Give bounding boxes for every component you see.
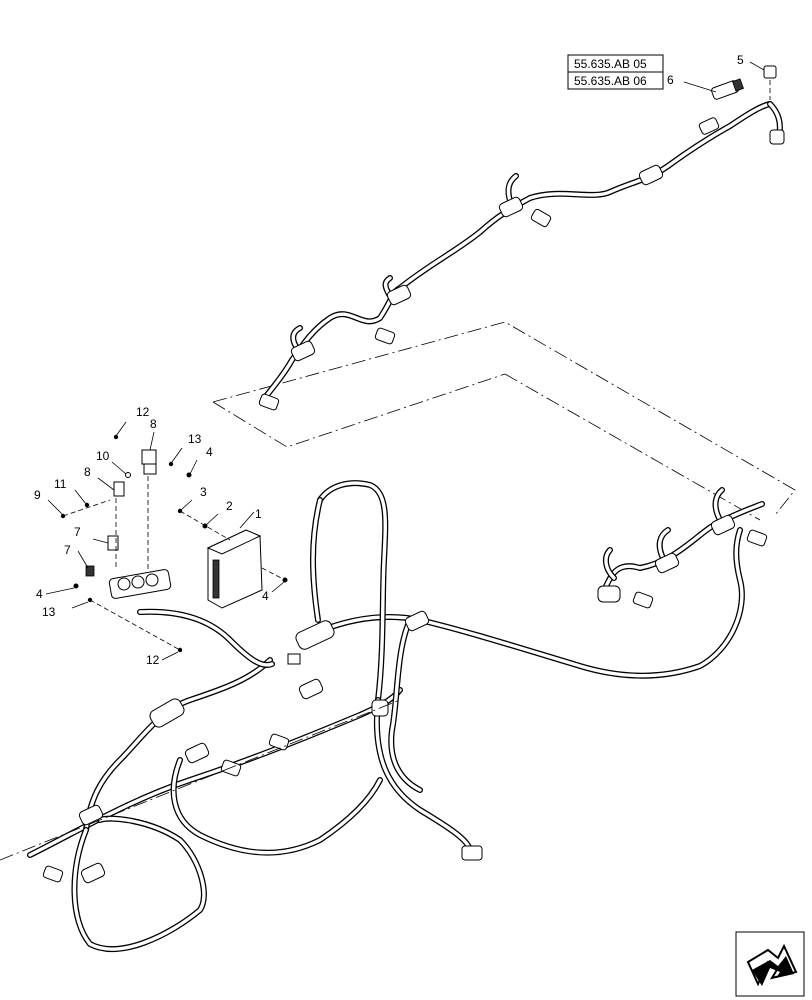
callout-13: 13 [188,432,202,446]
callout-4: 4 [206,445,213,459]
callout-11: 11 [54,477,67,491]
callout-7: 7 [64,543,71,557]
callout-6: 6 [667,73,674,87]
reference-box-06[interactable]: 55.635.AB 06 [567,71,664,90]
callout-10: 10 [96,449,110,463]
callout-8: 8 [84,465,91,479]
upper-harness [258,101,785,411]
reference-label-06: 55.635.AB 06 [574,74,647,88]
leader-lines [45,61,765,661]
cap-part [763,65,777,100]
callout-8: 8 [150,417,157,431]
callout-12: 12 [146,653,160,667]
callout-9: 9 [34,488,41,502]
callout-5: 5 [737,53,744,67]
callout-12: 12 [136,405,150,419]
callout-7: 7 [74,525,81,539]
main-trunk [0,480,745,952]
bracket-assembly [85,449,172,599]
callout-1: 1 [255,507,262,521]
callout-4: 4 [36,587,43,601]
callout-4: 4 [262,589,269,603]
callout-2: 2 [226,499,233,513]
sensor-part [711,78,744,100]
right-harness [597,487,768,609]
controller-module [206,529,263,609]
reference-label-05: 55.635.AB 05 [574,57,647,71]
callout-3: 3 [200,485,207,499]
next-page-arrow-icon[interactable] [735,931,805,997]
callout-13: 13 [42,605,56,619]
reference-box-05[interactable]: 55.635.AB 05 [567,54,664,73]
